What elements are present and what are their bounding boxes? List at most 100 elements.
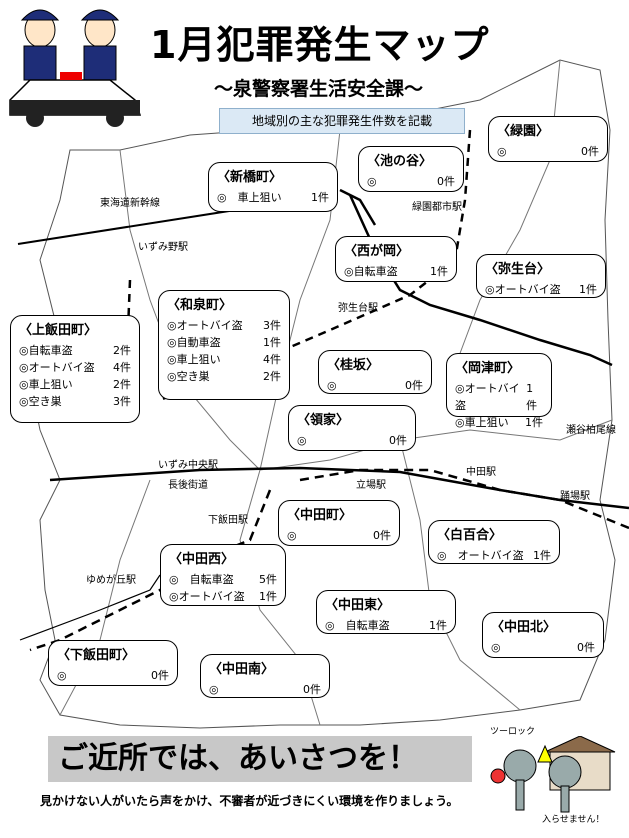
area-name: 〈下飯田町〉: [57, 648, 136, 663]
area-name: 〈中田東〉: [325, 598, 391, 613]
area-name: 〈白百合〉: [437, 528, 503, 543]
crime-count: 0件: [577, 641, 595, 654]
crime-type: ◎ 車上狙い: [217, 191, 282, 204]
area-name: 〈中田北〉: [491, 620, 557, 635]
police-car-icon: [9, 72, 142, 127]
crime-count: 4件: [113, 361, 131, 374]
label-izumino: いずみ野駅: [138, 242, 188, 253]
crime-count: 0件: [437, 175, 455, 188]
label-shiodaikashio: 瀬谷柏尾線: [566, 425, 616, 436]
area-bubble-nakadahigashi: 〈中田東〉 ◎ 自転車盗 1件: [316, 590, 456, 634]
crime-count: 2件: [113, 378, 131, 391]
crime-type: ◎: [367, 175, 377, 188]
crime-type: ◎車上狙い: [167, 353, 221, 366]
area-name: 〈和泉町〉: [167, 298, 233, 313]
crime-count: 0件: [303, 683, 321, 696]
label-izumichuo: いずみ中央駅: [158, 460, 218, 471]
crime-count: 0件: [405, 379, 423, 392]
area-name: 〈桂坂〉: [327, 358, 380, 373]
area-bubble-nishigaoka: 〈西が岡〉 ◎自転車盗 1件: [335, 236, 457, 282]
crime-type: ◎: [57, 669, 67, 682]
slogan-banner: ご近所では、あいさつを！: [48, 736, 472, 782]
crime-type: ◎自転車盗: [19, 344, 73, 357]
label-yayoidai: 弥生台駅: [338, 303, 378, 314]
label-tokaido: 東海道新幹線: [100, 198, 160, 209]
crime-count: 0件: [389, 434, 407, 447]
crime-count: 1件: [429, 619, 447, 632]
area-name: 〈岡津町〉: [455, 361, 521, 376]
area-bubble-ikenoya: 〈池の谷〉 ◎ 0件: [358, 146, 464, 192]
area-bubble-nakadacho: 〈中田町〉 ◎ 0件: [278, 500, 400, 546]
crime-type: ◎ 自転車盗: [325, 619, 390, 632]
crime-count: 3件: [113, 395, 131, 408]
crime-type: ◎自転車盗: [344, 265, 398, 278]
crime-count: 0件: [373, 529, 391, 542]
crime-type: ◎車上狙い: [19, 378, 73, 391]
crime-count: 1件: [263, 336, 281, 349]
crime-count: 4件: [263, 353, 281, 366]
crime-type: ◎: [209, 683, 219, 696]
label-odoriba: 踊場駅: [560, 491, 590, 502]
label-ryokuentoshi: 緑園都市駅: [412, 202, 462, 213]
police-officer-icon: [80, 9, 120, 81]
area-bubble-shimoiidacho: 〈下飯田町〉 ◎0件: [48, 640, 178, 686]
label-nakada: 中田駅: [466, 467, 496, 478]
area-bubble-nakadanishi: 〈中田西〉 ◎ 自転車盗 5件 ◎オートバイ盗 1件: [160, 544, 286, 606]
crime-type: ◎自動車盗: [167, 336, 221, 349]
page-subtitle: ～泉警察署生活安全課～: [214, 78, 424, 100]
police-illustration: [9, 9, 142, 127]
crime-type: ◎オートバイ盗: [167, 319, 243, 332]
crime-type: ◎空き巣: [19, 395, 62, 408]
crime-type: ◎オートバイ盗: [455, 382, 520, 412]
area-name: 〈新橋町〉: [217, 170, 283, 185]
area-name: 〈中田南〉: [209, 662, 275, 677]
crime-count: 1件: [525, 416, 543, 429]
label-nagoakaido: 長後街道: [168, 480, 208, 491]
crime-type: ◎空き巣: [167, 370, 210, 383]
area-name: 〈弥生台〉: [485, 262, 551, 277]
police-officer-icon: [20, 9, 60, 81]
area-bubble-ryokuen: 〈緑園〉 ◎0件: [488, 116, 608, 162]
crime-count: 2件: [113, 344, 131, 357]
legend-note: 地域別の主な犯罪発生件数を記載: [219, 108, 465, 134]
crime-count: 3件: [263, 319, 281, 332]
crime-count: 2件: [263, 370, 281, 383]
crime-type: ◎ 自転車盗: [169, 573, 234, 586]
twolock-label: ツーロック: [490, 727, 536, 737]
crime-type: ◎: [491, 641, 501, 654]
crime-type: ◎オートバイ盗: [19, 361, 95, 374]
crime-type: ◎オートバイ盗: [169, 590, 245, 603]
twolock-illustration: [490, 736, 616, 813]
area-name: 〈中田町〉: [287, 508, 353, 523]
label-yumegaoka: ゆめが丘駅: [86, 575, 136, 586]
crime-count: 5件: [259, 573, 277, 586]
label-shimoiida: 下飯田駅: [208, 515, 248, 526]
area-name: 〈領家〉: [297, 413, 350, 428]
area-name: 〈西が岡〉: [344, 244, 410, 259]
area-bubble-nakadakita: 〈中田北〉 ◎ 0件: [482, 612, 604, 658]
area-name: 〈池の谷〉: [367, 154, 433, 169]
crime-type: ◎オートバイ盗: [485, 283, 561, 296]
key-character-icon: [490, 744, 582, 813]
crime-count: 1件: [526, 382, 538, 412]
area-name: 〈中田西〉: [169, 552, 235, 567]
area-name: 〈上飯田町〉: [19, 323, 98, 338]
area-bubble-kamiiida: 〈上飯田町〉 ◎自転車盗 2件 ◎オートバイ盗 4件 ◎車上狙い 2件 ◎空き巣 3件: [10, 315, 140, 423]
crime-count: 0件: [581, 145, 599, 158]
crime-count: 1件: [430, 265, 448, 278]
crime-type: ◎: [327, 379, 337, 392]
area-bubble-izumicho: 〈和泉町〉 ◎オートバイ盗 3件 ◎自動車盗 1件 ◎車上狙い 4件 ◎空き巣 2件: [158, 290, 290, 400]
crime-type: ◎: [287, 529, 297, 542]
secure-label: 入らせません！: [542, 815, 605, 825]
area-bubble-yayoidai: 〈弥生台〉 ◎オートバイ盗 1件: [476, 254, 606, 298]
area-name: 〈緑園〉: [497, 124, 550, 139]
crime-count: 1件: [259, 590, 277, 603]
crime-type: ◎ オートバイ盗: [437, 549, 524, 562]
page-title: 1月犯罪発生マップ: [150, 23, 490, 67]
area-bubble-katsurazaka: 〈桂坂〉 ◎ 0件: [318, 350, 432, 394]
crime-count: 1件: [579, 283, 597, 296]
footer-message: 見かけない人がいたら声をかけ、不審者が近づきにくい環境を作りましょう。: [40, 794, 459, 808]
